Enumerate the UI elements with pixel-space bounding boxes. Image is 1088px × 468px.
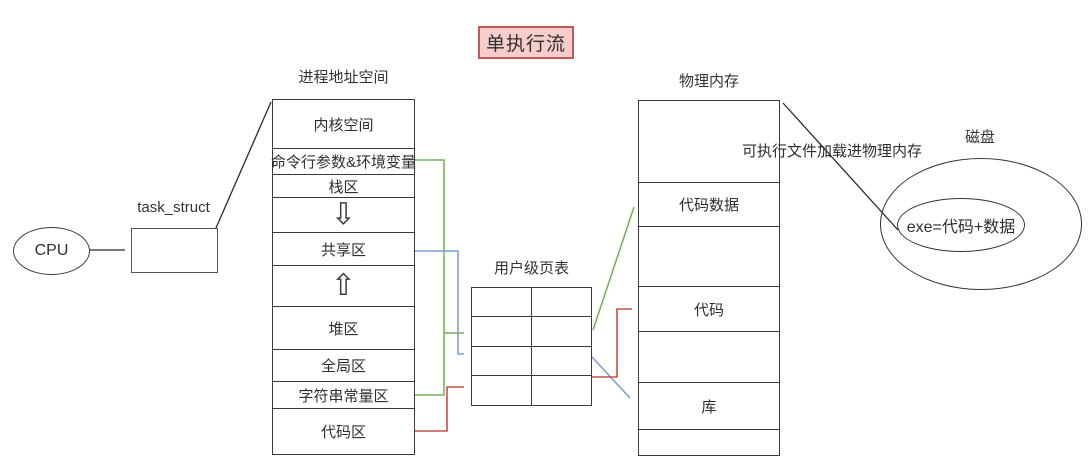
disk-label: 磁盘: [964, 129, 995, 146]
page-table-cell: [532, 376, 592, 405]
page-table-title: 用户级页表: [493, 260, 569, 277]
page-table-cell: [531, 317, 591, 347]
addr-row-shared: 共享区: [273, 232, 414, 265]
pm-row-empty: [639, 331, 779, 382]
pm-row-code: 代码: [639, 286, 779, 331]
addr-row-heap: 堆区: [273, 306, 414, 349]
page-table: [471, 287, 592, 406]
page-table-cell: [472, 288, 532, 318]
arrow-red-pagetable-to-code: [592, 308, 632, 378]
page-table-cell: [472, 346, 532, 376]
pm-row-empty: [639, 226, 779, 286]
arrow-green-pagetable-to-codedata: [592, 206, 635, 331]
page-table-cell: [472, 375, 532, 405]
pm-row-library: 库: [639, 382, 779, 429]
page-table-cell: [531, 288, 591, 318]
up-arrow-icon: ⇧: [330, 268, 357, 303]
load-into-memory-note: 可执行文件加载进物理内存: [742, 143, 923, 160]
address-space-title: 进程地址空间: [298, 69, 389, 86]
exe-content-label: exe=代码+数据: [906, 219, 1016, 236]
addr-row-stack-grow: ⇩: [273, 197, 414, 232]
addr-row-global: 全局区: [273, 349, 414, 381]
down-arrow-icon: ⇩: [330, 197, 357, 232]
wire-green-bracket: [415, 159, 445, 396]
addr-row-string-const: 字符串常量区: [273, 381, 414, 408]
page-table-cell: [472, 317, 532, 347]
page-table-cell: [531, 347, 591, 376]
cpu-node: CPU: [13, 227, 90, 275]
diagram-title: 单执行流: [478, 26, 574, 59]
addr-row-args-env: 命令行参数&环境变量: [271, 148, 416, 174]
address-space-column: 内核空间 命令行参数&环境变量 栈区 ⇩ 共享区 ⇧ 堆区 全局区 字符串常量区…: [271, 99, 416, 455]
physical-memory-column: 代码数据 代码 库: [638, 100, 780, 456]
arrow-red-codearea-to-pagetable: [415, 386, 464, 432]
disk-inner-ellipse: exe=代码+数据: [897, 198, 1025, 252]
cpu-label: CPU: [34, 242, 69, 259]
pm-row-empty: [639, 429, 779, 455]
addr-row-stack: 栈区: [273, 174, 414, 197]
pm-row-code-data: 代码数据: [639, 182, 779, 226]
arrow-blue-shared-to-pagetable: [415, 250, 464, 355]
addr-row-code: 代码区: [273, 408, 414, 454]
task-struct-box: [131, 228, 218, 273]
addr-row-kernel: 内核空间: [313, 116, 374, 134]
arrow-blue-pagetable-to-library: [591, 356, 631, 399]
addr-row-heap-grow: ⇧: [273, 265, 414, 306]
physical-memory-title: 物理内存: [678, 73, 739, 90]
arrow-taskstruct-to-addrspace: [215, 101, 272, 229]
task-struct-label: task_struct: [137, 199, 210, 216]
disk-outer-ellipse: [880, 158, 1082, 290]
